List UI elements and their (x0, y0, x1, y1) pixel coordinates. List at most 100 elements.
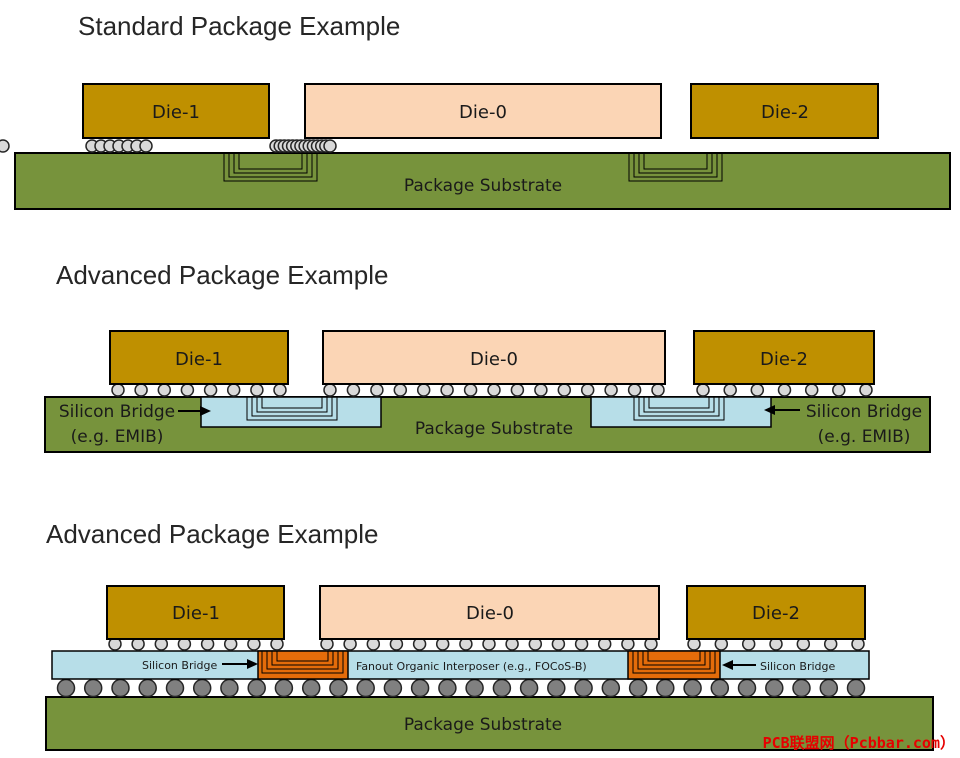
micro-bump (370, 383, 384, 397)
micro-bump (832, 383, 846, 397)
micro-bump (604, 383, 618, 397)
micro-bump (580, 383, 595, 397)
micro-bump (111, 383, 125, 397)
left-bridge-label-line2: (e.g. EMIB) (71, 427, 164, 447)
solder-ball (710, 678, 730, 698)
die-2 (693, 330, 875, 385)
die-1-label: Die-1 (175, 349, 223, 370)
micro-bump (393, 383, 408, 397)
right-bridge-label-line2: (e.g. EMIB) (818, 427, 911, 447)
micro-bump (804, 383, 819, 397)
micro-bumps (108, 637, 865, 651)
solder-ball (383, 678, 403, 698)
solder-ball (220, 678, 239, 698)
micro-bumps (111, 383, 873, 397)
die-1-label: Die-1 (152, 102, 200, 123)
die-1 (82, 83, 270, 139)
package-substrate (44, 396, 931, 453)
standard-package-section: Standard Package Example Package Substra… (0, 11, 951, 210)
solder-ball (737, 678, 757, 698)
solder-ball (192, 678, 212, 698)
substrate-routing-left (223, 153, 318, 182)
left-bridge-label: Silicon Bridge (142, 659, 217, 672)
substrate-label: Package Substrate (415, 419, 573, 439)
micro-bump (440, 383, 454, 397)
micro-bump (696, 383, 710, 397)
solder-ball (165, 678, 185, 698)
micro-bump (323, 383, 337, 397)
substrate-label: Package Substrate (404, 176, 562, 196)
focos-package-section: Advanced Package Example Package Substra… (45, 519, 934, 751)
bridge-routing-right (633, 397, 725, 421)
package-substrate (14, 152, 951, 210)
solder-ball (547, 678, 566, 698)
micro-bump (416, 383, 431, 397)
solder-ball (56, 678, 76, 698)
left-bridge-label-line1: Silicon Bridge (59, 402, 175, 422)
micro-bump (134, 383, 148, 397)
package-substrate (45, 696, 934, 751)
micro-bump (510, 383, 525, 397)
solder-ball (465, 678, 484, 698)
solder-ball (111, 678, 130, 698)
micro-bump (487, 383, 501, 397)
micro-bump (627, 383, 642, 397)
section-title: Advanced Package Example (56, 260, 388, 290)
micro-bump (750, 383, 765, 397)
micro-bump (723, 383, 737, 397)
silicon-bridge-right (590, 396, 772, 428)
left-bridge-arrow (178, 406, 211, 416)
solder-ball (656, 678, 675, 698)
micro-bump (250, 383, 264, 397)
die-2-label: Die-2 (752, 603, 800, 624)
solder-ball (792, 678, 811, 698)
solder-ball (356, 678, 375, 698)
die-2-label: Die-2 (760, 349, 808, 370)
die-2-label: Die-2 (761, 102, 809, 123)
watermark: PCB联盟网（Pcbbar.com） (763, 734, 955, 752)
interposer-routing-right (632, 651, 716, 674)
micro-bump (859, 383, 873, 397)
die-1-label: Die-1 (172, 603, 220, 624)
interposer-label: Fanout Organic Interposer (e.g., FOCoS-B… (356, 660, 587, 673)
solder-ball (247, 678, 266, 698)
micro-bump (203, 383, 218, 397)
micro-bump (346, 383, 361, 397)
micro-bump (463, 383, 478, 397)
solder-balls (56, 678, 866, 698)
die-2 (686, 585, 866, 640)
die-0 (319, 585, 660, 640)
die-1 (106, 585, 285, 640)
solder-ball (819, 678, 839, 698)
solder-ball (274, 678, 294, 698)
micro-bumps (0, 139, 337, 153)
solder-ball (519, 678, 539, 698)
right-bridge-arrow (764, 405, 800, 415)
solder-ball (765, 678, 784, 698)
solder-ball (329, 678, 348, 698)
solder-ball (438, 678, 457, 698)
right-bridge-label: Silicon Bridge (760, 660, 835, 673)
solder-ball (410, 678, 430, 698)
emib-package-section: Advanced Package Example Package Substra… (44, 260, 931, 453)
solder-ball (492, 678, 512, 698)
micro-bump (534, 383, 548, 397)
die-0-label: Die-0 (470, 349, 518, 370)
solder-ball (628, 678, 648, 698)
left-bridge-arrow (222, 659, 258, 669)
micro-bump (157, 383, 172, 397)
die-0 (304, 83, 662, 139)
section-title: Advanced Package Example (46, 519, 378, 549)
die-0 (322, 330, 666, 385)
die-0-label: Die-0 (466, 603, 514, 624)
bridge-routing-left (246, 397, 338, 421)
die-1 (109, 330, 289, 385)
micro-bump (651, 383, 665, 397)
micro-bump (0, 139, 10, 153)
right-bridge-label-line1: Silicon Bridge (806, 402, 922, 422)
micro-bump (180, 383, 195, 397)
solder-ball (683, 678, 702, 698)
micro-bump (777, 383, 792, 397)
micro-bump (139, 139, 153, 153)
